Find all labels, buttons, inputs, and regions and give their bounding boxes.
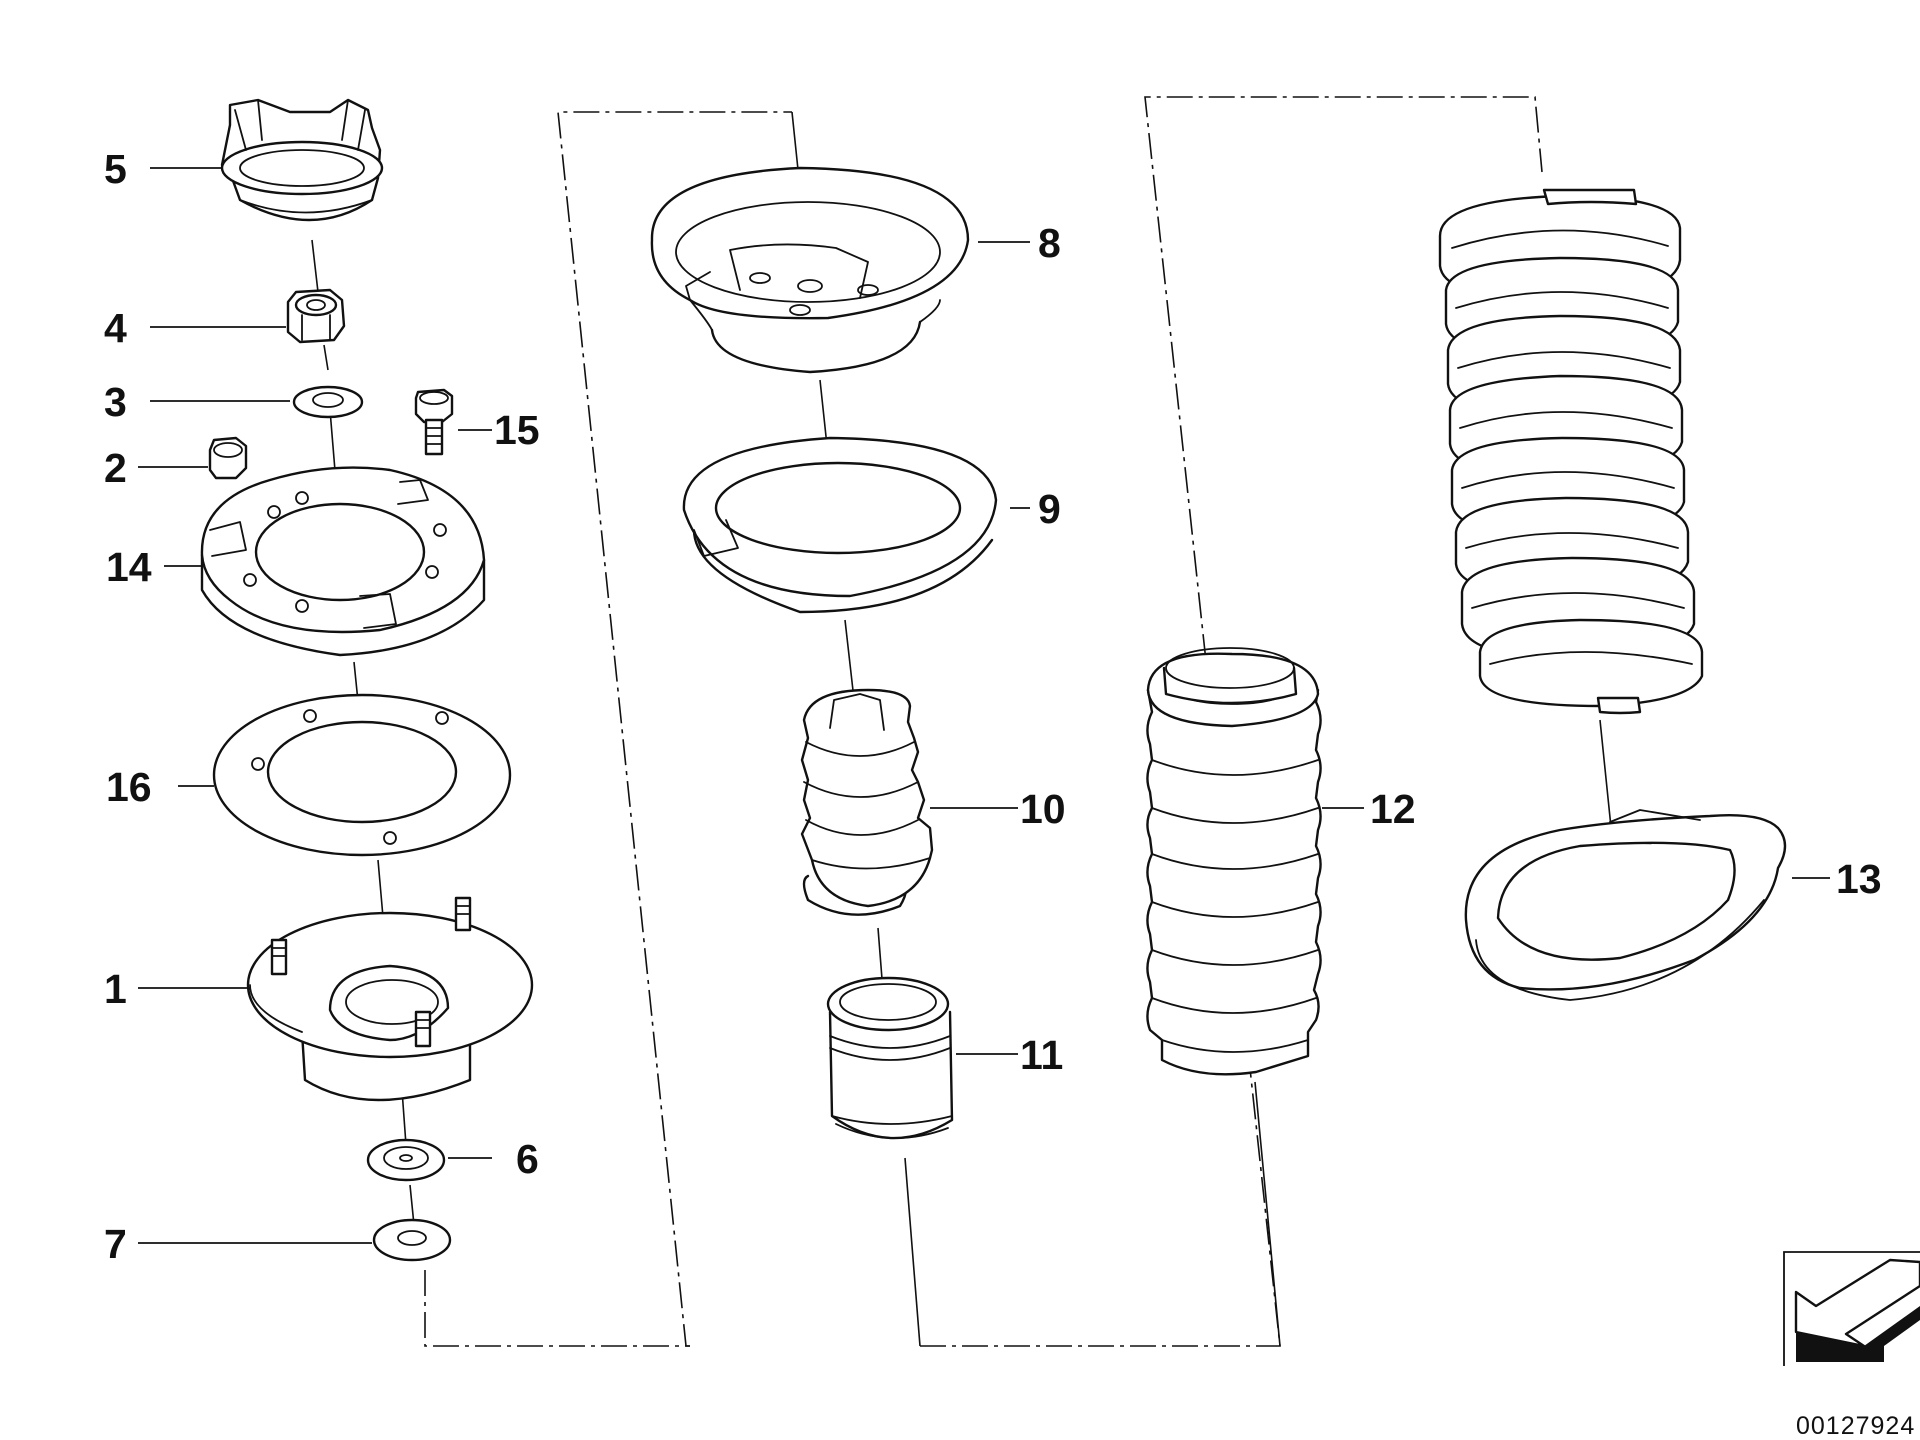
part-12-bellows bbox=[1146, 647, 1322, 1076]
callout-10: 10 bbox=[1020, 786, 1066, 832]
callout-2: 2 bbox=[104, 445, 127, 491]
direction-arrow-icon bbox=[1783, 1251, 1920, 1366]
callout-15: 15 bbox=[494, 407, 540, 453]
part-6-washer bbox=[366, 1138, 446, 1182]
part-10-bump-stop bbox=[800, 688, 934, 916]
callout-9: 9 bbox=[1038, 486, 1061, 532]
part-4-nut bbox=[286, 288, 346, 344]
part-9-spring-pad bbox=[682, 436, 998, 614]
callout-7: 7 bbox=[104, 1221, 127, 1267]
part-3-washer bbox=[292, 385, 364, 419]
callout-labels: 5 4 3 2 15 14 16 1 6 7 8 9 10 11 12 13 bbox=[104, 146, 1882, 1267]
callout-14: 14 bbox=[106, 544, 152, 590]
leader-lines bbox=[138, 167, 1830, 1244]
diagram-reference-number: 00127924 bbox=[1796, 1412, 1915, 1440]
spring-coil bbox=[1438, 188, 1704, 715]
callout-4: 4 bbox=[104, 305, 127, 351]
group-brackets bbox=[424, 96, 1543, 1347]
part-2-small-nut bbox=[208, 436, 248, 480]
part-7-washer bbox=[372, 1218, 452, 1262]
callout-6: 6 bbox=[516, 1136, 539, 1182]
callout-12: 12 bbox=[1370, 786, 1416, 832]
callout-3: 3 bbox=[104, 379, 127, 425]
callout-13: 13 bbox=[1836, 856, 1882, 902]
part-13-lower-spring-pad bbox=[1464, 809, 1787, 1001]
part-8-upper-spring-seat bbox=[650, 166, 970, 374]
part-11-protection-tube bbox=[826, 976, 954, 1140]
callout-1: 1 bbox=[104, 966, 127, 1012]
part-14-spacer-plate bbox=[200, 466, 486, 657]
part-15-bolt bbox=[414, 388, 454, 456]
callout-8: 8 bbox=[1038, 220, 1061, 266]
callout-11: 11 bbox=[1020, 1032, 1063, 1078]
callout-16: 16 bbox=[106, 764, 152, 810]
part-1-strut-mount bbox=[246, 896, 534, 1102]
part-16-gasket bbox=[212, 693, 512, 857]
callout-5: 5 bbox=[104, 146, 127, 192]
assembly-axes bbox=[311, 111, 1621, 1347]
part-5-dust-cap bbox=[220, 98, 384, 222]
